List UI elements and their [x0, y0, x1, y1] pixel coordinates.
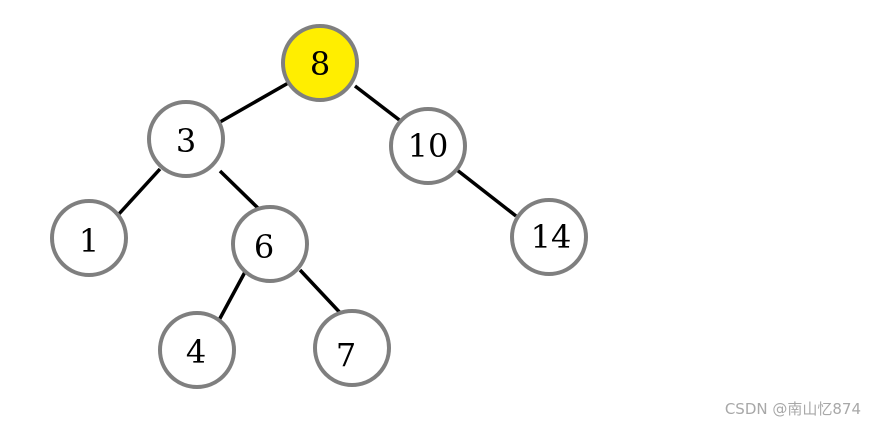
tree-node-3: 3 [147, 100, 225, 178]
node-label-6: 6 [254, 228, 274, 266]
node-circle-3 [147, 100, 225, 178]
edge-6-4 [216, 271, 247, 323]
edge-8-10 [353, 84, 404, 124]
node-circle-10 [389, 107, 467, 185]
tree-edges [116, 80, 518, 323]
node-circle-8 [281, 24, 359, 102]
tree-node-14: 14 [510, 198, 588, 276]
node-label-7: 7 [336, 336, 356, 374]
edge-3-1 [116, 167, 162, 217]
node-circle-7 [313, 309, 391, 387]
tree-node-4: 4 [158, 311, 236, 389]
node-circle-1 [50, 199, 128, 277]
tree-node-6: 6 [231, 205, 309, 283]
tree-nodes: 8 3 10 1 6 14 4 7 [50, 24, 588, 389]
node-label-10: 10 [408, 127, 449, 165]
edge-10-14 [455, 168, 518, 218]
tree-node-1: 1 [50, 199, 128, 277]
node-label-4: 4 [186, 333, 206, 371]
watermark-text: CSDN @南山忆874 [724, 400, 861, 418]
node-label-1: 1 [79, 222, 99, 260]
node-label-8: 8 [310, 45, 330, 83]
edge-6-7 [298, 268, 347, 320]
node-label-14: 14 [531, 218, 572, 256]
edge-8-3 [219, 80, 291, 124]
tree-node-8: 8 [281, 24, 359, 102]
node-circle-4 [158, 311, 236, 389]
node-circle-6 [231, 205, 309, 283]
node-label-3: 3 [176, 122, 196, 160]
tree-node-10: 10 [389, 107, 467, 185]
node-circle-14 [510, 198, 588, 276]
edge-3-6 [218, 169, 262, 212]
tree-node-7: 7 [313, 309, 391, 387]
